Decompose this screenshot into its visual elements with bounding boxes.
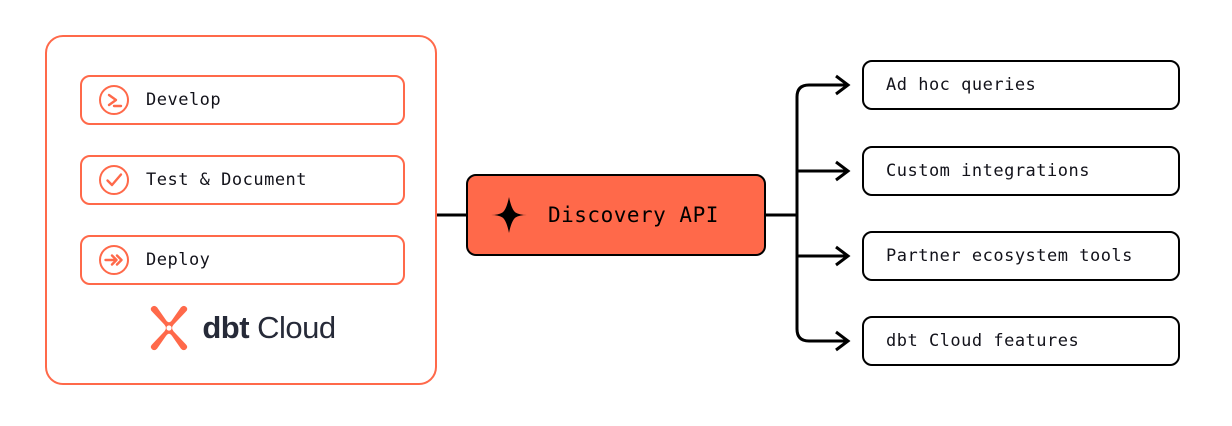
arrowhead-2	[835, 160, 851, 182]
dbt-cloud-panel: Develop Test & Document Deploy	[45, 35, 437, 385]
consumer-box-custom-integrations[interactable]: Custom integrations	[862, 146, 1180, 196]
consumer-box-dbt-cloud-features[interactable]: dbt Cloud features	[862, 316, 1180, 366]
discovery-api-node[interactable]: Discovery API	[466, 174, 766, 256]
consumer-box-partner-ecosystem-tools[interactable]: Partner ecosystem tools	[862, 231, 1180, 281]
step-label-deploy: Deploy	[146, 250, 211, 270]
connector-branch-4	[795, 328, 848, 343]
arrowhead-4	[835, 330, 851, 352]
step-card-develop[interactable]: Develop	[80, 75, 405, 125]
consumer-label-custom-integrations: Custom integrations	[886, 161, 1090, 181]
consumer-box-ad-hoc-queries[interactable]: Ad hoc queries	[862, 60, 1180, 110]
consumer-label-dbt-cloud-features: dbt Cloud features	[886, 331, 1080, 351]
double-chevron-right-icon	[98, 244, 130, 276]
check-circle-icon	[98, 164, 130, 196]
step-label-test-document: Test & Document	[146, 170, 308, 190]
wordmark-cloud: Cloud	[257, 310, 336, 345]
consumer-label-partner-ecosystem-tools: Partner ecosystem tools	[886, 246, 1133, 266]
step-card-deploy[interactable]: Deploy	[80, 235, 405, 285]
sparkle-star-icon	[490, 196, 528, 234]
arrowhead-1	[835, 74, 851, 96]
step-card-test-document[interactable]: Test & Document	[80, 155, 405, 205]
terminal-prompt-icon	[98, 84, 130, 116]
consumer-label-ad-hoc-queries: Ad hoc queries	[886, 75, 1037, 95]
step-label-develop: Develop	[146, 90, 222, 110]
wordmark-dbt: dbt	[202, 310, 250, 345]
arrowhead-3	[835, 245, 851, 267]
dbt-logo-mark-icon	[146, 305, 192, 351]
dbt-cloud-wordmark: dbt Cloud	[202, 310, 336, 346]
connector-branch-1	[795, 83, 848, 98]
discovery-api-label: Discovery API	[548, 203, 719, 227]
dbt-cloud-logo: dbt Cloud	[47, 305, 435, 351]
